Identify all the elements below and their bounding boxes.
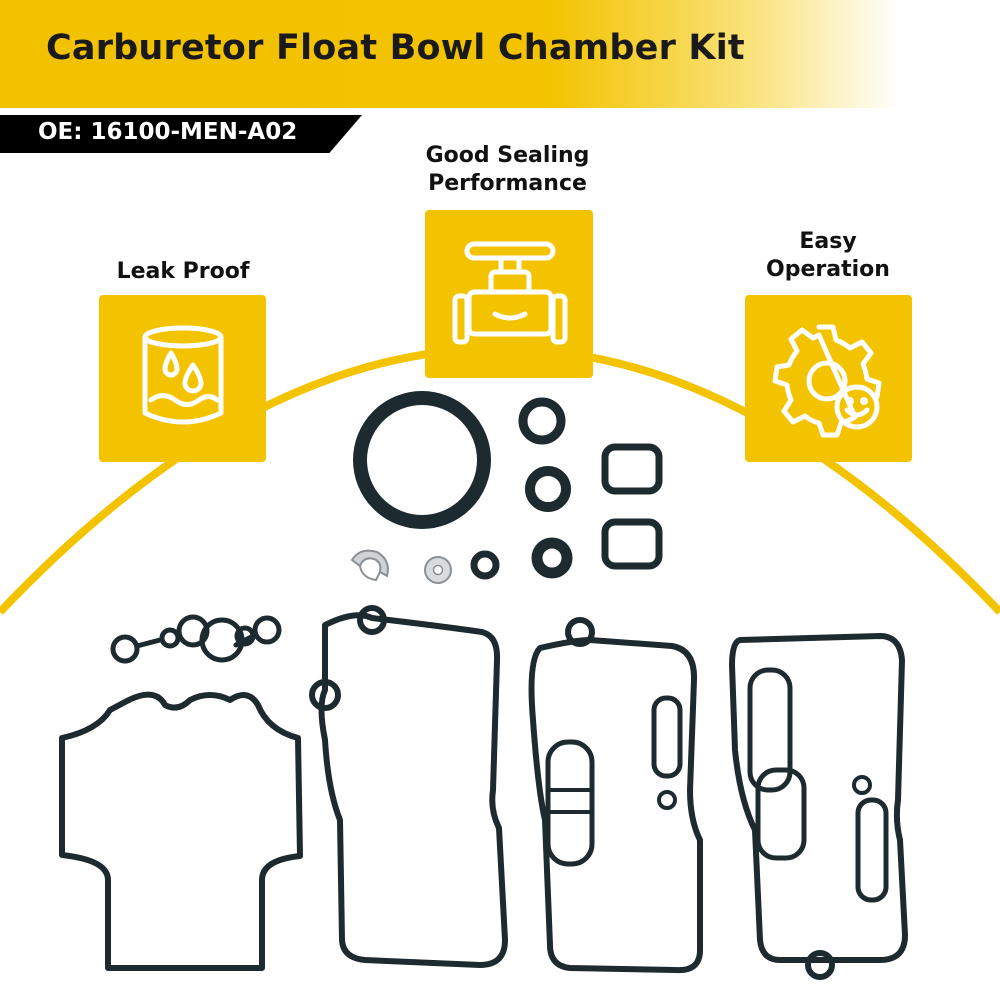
bowl-gasket-3-hole <box>805 950 835 980</box>
o-ring-small-2 <box>525 466 571 512</box>
valve-icon <box>452 241 568 345</box>
oe-number: OE: 16100-MEN-A02 <box>38 119 298 145</box>
square-seal-2 <box>601 518 663 570</box>
oe-tag <box>0 115 362 153</box>
t-shape-gasket <box>59 691 303 971</box>
feature-good-sealing-label: Good Sealing Performance <box>425 143 590 196</box>
square-seal-1 <box>601 443 663 495</box>
bowl-gasket-3-window-3 <box>755 767 807 861</box>
bowl-gasket-3 <box>729 633 908 963</box>
metal-clip <box>350 549 389 582</box>
o-ring-tiny <box>470 550 500 580</box>
o-ring-small-3 <box>531 537 573 579</box>
metal-washer <box>424 556 452 584</box>
small-loop-gasket <box>110 614 282 664</box>
bowl-gasket-3-window-1 <box>747 667 793 793</box>
bowl-gasket-2-dot <box>657 790 677 810</box>
bowl-gasket-3-dot <box>852 775 872 795</box>
bowl-gasket-1-hole-top <box>357 605 387 635</box>
bowl-gasket-2 <box>528 637 703 974</box>
feature-good-sealing-box <box>425 210 593 378</box>
feature-easy-operation-label: Easy Operation <box>766 229 890 282</box>
feature-leak-proof-box <box>99 295 266 462</box>
bowl-gasket-2-window-2 <box>651 695 683 779</box>
bowl-gasket-2-hole <box>565 617 595 647</box>
o-ring-small-1 <box>518 397 566 445</box>
gear-smile-icon <box>772 324 882 438</box>
bowl-gasket-1-hole-left <box>309 679 341 711</box>
page-title: Carburetor Float Bowl Chamber Kit <box>46 28 745 68</box>
feature-easy-operation-box <box>745 295 912 462</box>
header-banner <box>0 0 1000 108</box>
bowl-gasket-3-window-2 <box>855 797 889 903</box>
bowl-gasket-1 <box>318 612 508 968</box>
feature-leak-proof-label: Leak Proof <box>116 259 250 284</box>
leak-proof-icon <box>142 325 224 425</box>
large-o-ring <box>353 391 491 529</box>
bowl-gasket-2-window-1 <box>545 739 595 867</box>
